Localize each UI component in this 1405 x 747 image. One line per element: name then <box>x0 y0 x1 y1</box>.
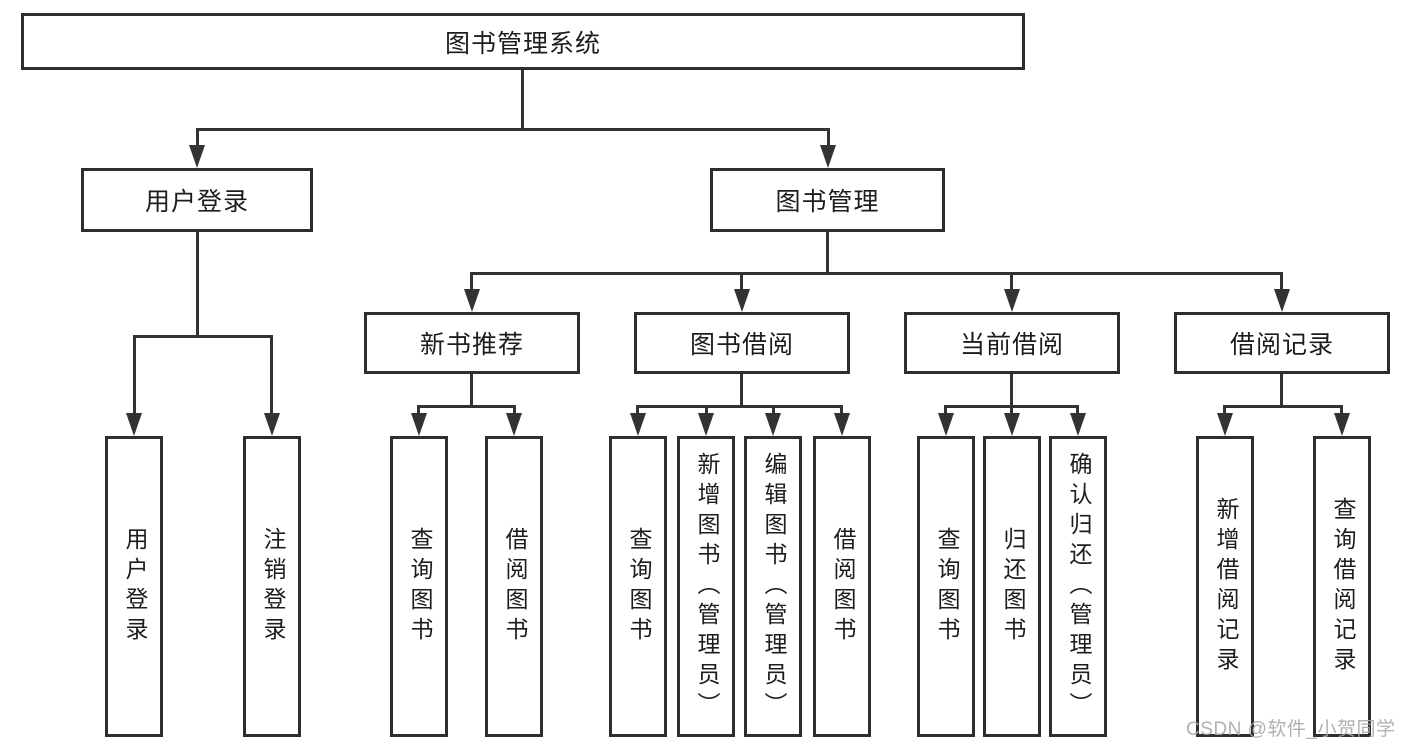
connector-recommend-stem <box>470 374 473 405</box>
connector-user-login-rail <box>133 335 273 338</box>
node-new-book-recommend: 新书推荐 <box>364 312 580 374</box>
arrow-to-current-borrow <box>1004 289 1020 312</box>
connector-drop-cb-query <box>944 405 947 417</box>
arrow-to-br-add <box>1217 413 1233 436</box>
arrow-to-bb-query <box>630 413 646 436</box>
connector-drop-borrow-records <box>1280 272 1283 291</box>
connector-root-stem <box>521 70 524 128</box>
leaf-user-login: 用户登录 <box>105 436 163 737</box>
connector-book-management-rail <box>470 272 1282 275</box>
arrow-to-br-query <box>1334 413 1350 436</box>
leaf-br-add-record: 新增借阅记录 <box>1196 436 1254 737</box>
arrow-to-user-login <box>189 145 205 168</box>
connector-current-borrow-stem <box>1010 374 1013 405</box>
arrow-to-bb-edit <box>765 413 781 436</box>
leaf-bb-query-books: 查询图书 <box>609 436 667 737</box>
connector-drop-leaf-logout <box>270 335 273 415</box>
connector-drop-rec-query <box>417 405 420 417</box>
connector-book-management-stem <box>826 232 829 272</box>
connector-drop-new-book-recommend <box>470 272 473 291</box>
connector-borrow-records-rail <box>1223 405 1343 408</box>
arrow-to-borrow-records <box>1274 289 1290 312</box>
connector-recommend-rail <box>417 405 515 408</box>
arrow-to-rec-query <box>411 413 427 436</box>
arrow-to-cb-return <box>1004 413 1020 436</box>
connector-drop-current-borrow <box>1010 272 1013 291</box>
connector-drop-book-borrow <box>740 272 743 291</box>
connector-drop-cb-return <box>1010 405 1013 417</box>
arrow-to-cb-confirm <box>1070 413 1086 436</box>
arrow-to-book-borrow <box>734 289 750 312</box>
node-current-borrow: 当前借阅 <box>904 312 1120 374</box>
leaf-logout: 注销登录 <box>243 436 301 737</box>
connector-borrow-records-stem <box>1280 374 1283 405</box>
arrow-to-book-management <box>820 145 836 168</box>
leaf-cb-query-books: 查询图书 <box>917 436 975 737</box>
leaf-rec-borrow-books: 借阅图书 <box>485 436 543 737</box>
leaf-br-query-record: 查询借阅记录 <box>1313 436 1371 737</box>
node-user-login: 用户登录 <box>81 168 313 232</box>
leaf-rec-query-books: 查询图书 <box>390 436 448 737</box>
connector-drop-bb-borrow <box>840 405 843 417</box>
connector-book-borrow-stem <box>740 374 743 405</box>
node-book-management: 图书管理 <box>710 168 945 232</box>
leaf-cb-return-books: 归还图书 <box>983 436 1041 737</box>
node-book-borrow: 图书借阅 <box>634 312 850 374</box>
arrow-to-cb-query <box>938 413 954 436</box>
connector-drop-book-management <box>827 128 830 150</box>
node-root: 图书管理系统 <box>21 13 1025 70</box>
arrow-to-bb-borrow <box>834 413 850 436</box>
arrow-to-bb-add <box>698 413 714 436</box>
arrow-to-new-book-recommend <box>464 289 480 312</box>
arrow-to-leaf-logout <box>264 413 280 436</box>
connector-drop-bb-add <box>705 405 708 417</box>
connector-drop-leaf-user-login <box>133 335 136 415</box>
connector-root-rail <box>196 128 830 131</box>
leaf-bb-edit-books: 编辑图书（管理员） <box>744 436 802 737</box>
csdn-watermark: CSDN @软件_小贺同学 <box>1186 719 1396 740</box>
leaf-bb-add-books: 新增图书（管理员） <box>677 436 735 737</box>
leaf-cb-confirm-return: 确认归还（管理员） <box>1049 436 1107 737</box>
arrow-to-leaf-user-login <box>126 413 142 436</box>
connector-drop-cb-confirm <box>1076 405 1079 417</box>
connector-drop-br-query <box>1340 405 1343 417</box>
connector-drop-rec-borrow <box>513 405 516 417</box>
node-borrow-records: 借阅记录 <box>1174 312 1390 374</box>
connector-drop-user-login <box>196 128 199 150</box>
connector-drop-bb-edit <box>772 405 775 417</box>
arrow-to-rec-borrow <box>506 413 522 436</box>
connector-drop-bb-query <box>636 405 639 417</box>
leaf-bb-borrow-books: 借阅图书 <box>813 436 871 737</box>
connector-user-login-stem <box>196 232 199 335</box>
connector-drop-br-add <box>1223 405 1226 417</box>
connector-book-borrow-rail <box>636 405 843 408</box>
